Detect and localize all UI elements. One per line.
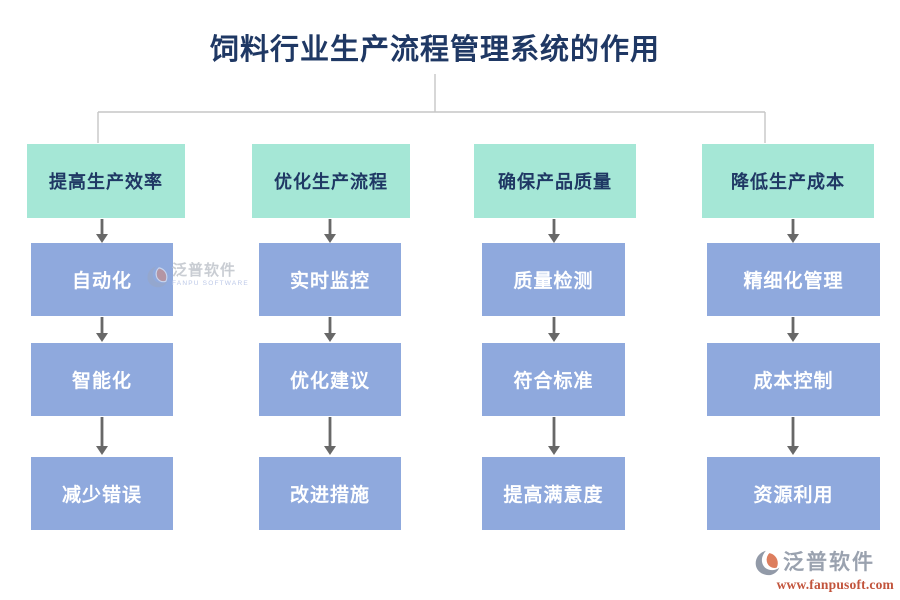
flow-item: 减少错误 (31, 457, 173, 530)
flow-item: 成本控制 (707, 343, 880, 416)
category-header-1: 提高生产效率 (27, 144, 185, 218)
category-header-4: 降低生产成本 (702, 144, 874, 218)
brand-name: 泛普软件 (783, 551, 875, 574)
flow-item: 改进措施 (259, 457, 401, 530)
flow-item: 实时监控 (259, 243, 401, 316)
flow-item: 自动化 (31, 243, 173, 316)
flow-item: 智能化 (31, 343, 173, 416)
brand-logo-row: 泛普软件 (754, 549, 894, 576)
flow-item: 质量检测 (482, 243, 625, 316)
flow-item: 符合标准 (482, 343, 625, 416)
flow-item: 资源利用 (707, 457, 880, 530)
brand-url: www.fanpusoft.com (776, 577, 894, 592)
brand-logo: 泛普软件 www.fanpusoft.com (754, 549, 894, 593)
connector-tree (97, 74, 766, 143)
category-header-2: 优化生产流程 (252, 144, 410, 218)
category-header-3: 确保产品质量 (474, 144, 636, 218)
diagram-title: 饲料行业生产流程管理系统的作用 (209, 34, 660, 66)
flow-item: 精细化管理 (707, 243, 880, 316)
flow-item: 优化建议 (259, 343, 401, 416)
fanpu-logo-icon (755, 550, 780, 576)
flow-arrows (96, 219, 799, 455)
flow-item: 提高满意度 (482, 457, 625, 530)
